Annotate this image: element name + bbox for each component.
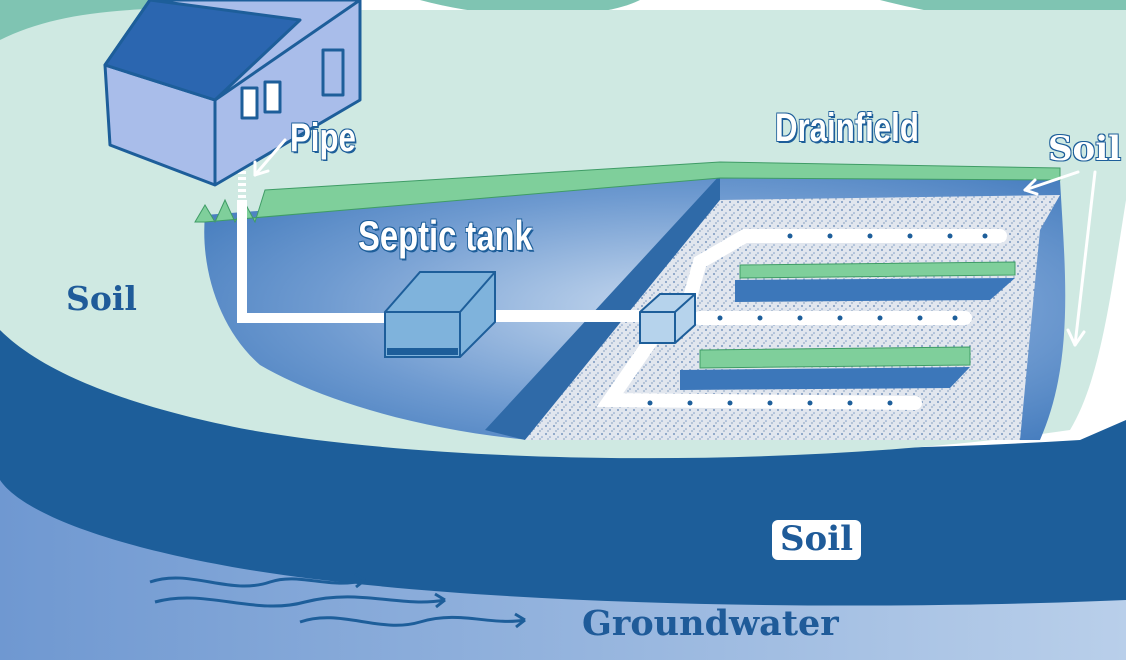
septic-tank-label: Septic tank xyxy=(358,215,533,257)
groundwater-label: Groundwater xyxy=(582,606,839,641)
soil-left-label: Soil xyxy=(66,282,137,315)
soil-deep-label: Soil xyxy=(772,520,861,560)
drainfield-label: Drainfield xyxy=(775,108,919,148)
soil-right-label: Soil xyxy=(1048,132,1121,166)
pipe-label: Pipe xyxy=(290,118,356,158)
